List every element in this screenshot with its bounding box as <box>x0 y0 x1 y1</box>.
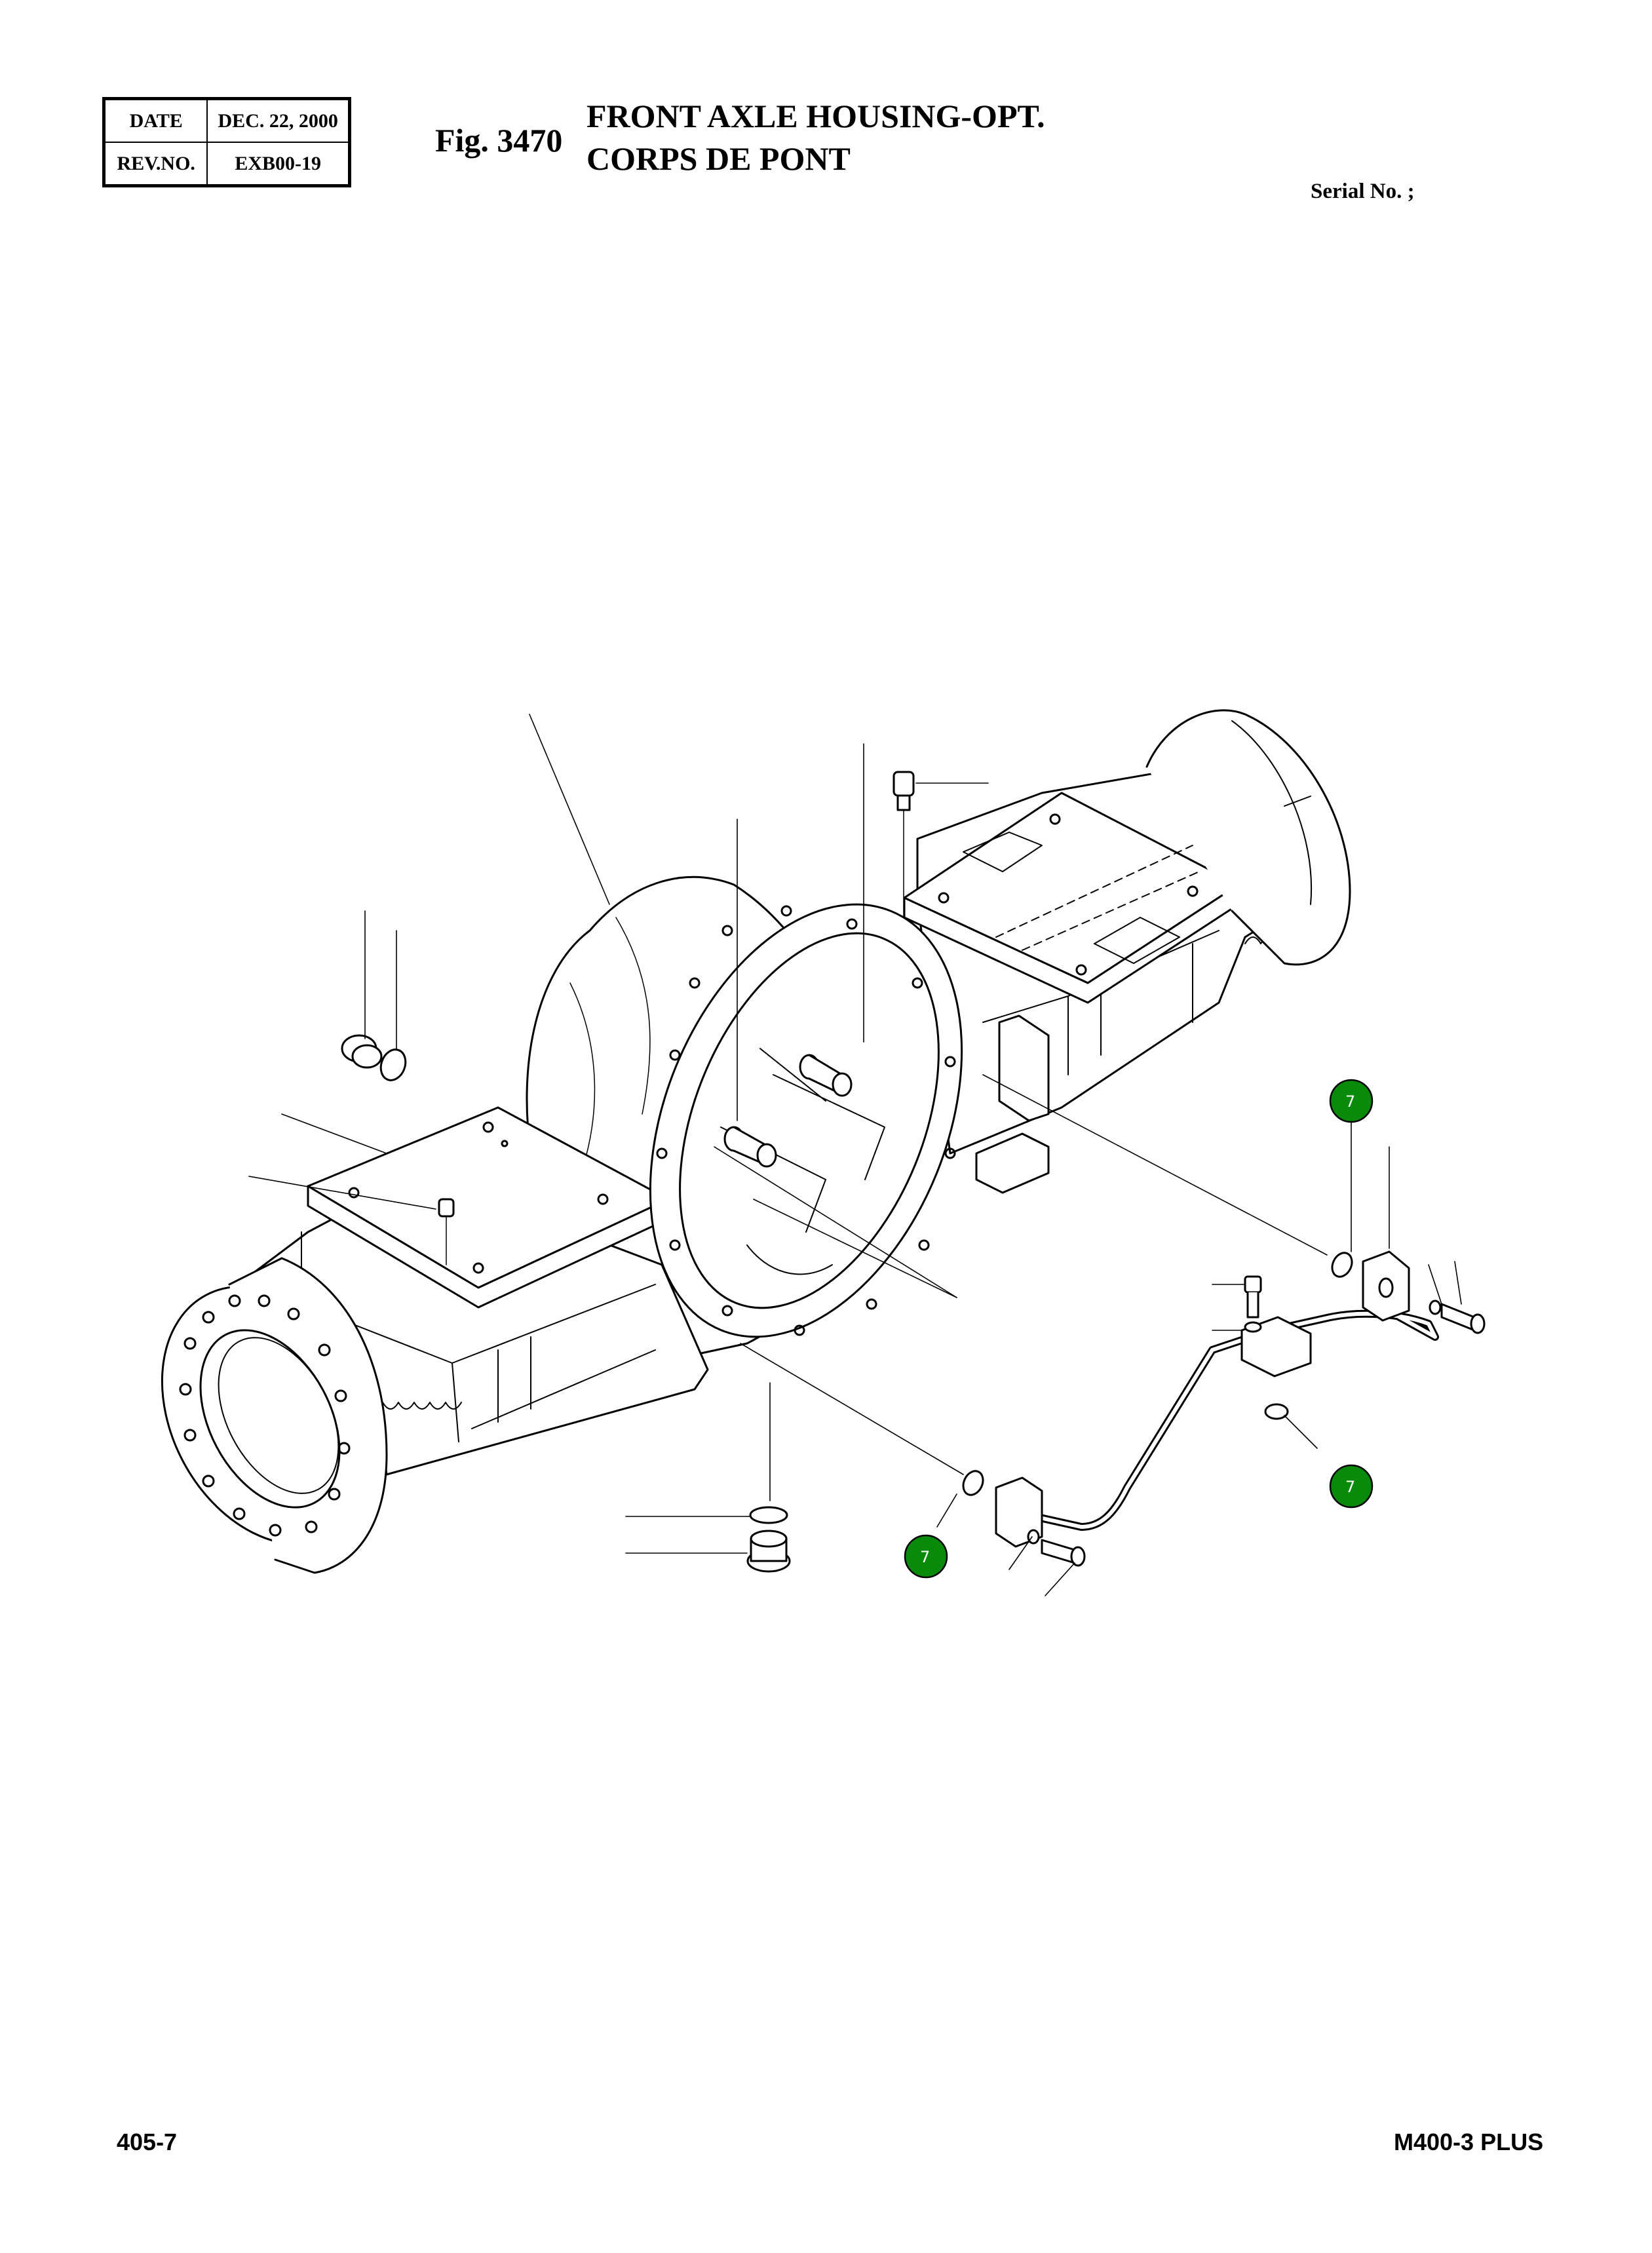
page-subtitle: CORPS DE PONT <box>586 140 851 177</box>
serial-number-label: Serial No. ; <box>1311 180 1415 203</box>
rev-value: EXB00-19 <box>206 142 348 184</box>
lube-tube <box>1018 1300 1439 1531</box>
callout-circle <box>904 1534 948 1579</box>
carrier-stud-upper <box>799 1054 853 1097</box>
right-wheel-flange <box>1145 709 1351 966</box>
callout-circle <box>1329 1464 1373 1509</box>
pad-hole <box>482 1121 494 1133</box>
right-pad-dashes <box>995 845 1200 951</box>
right-pad-slot <box>963 832 1180 964</box>
pad-hole <box>938 892 950 904</box>
carrier-bolt-holes <box>656 905 956 1336</box>
tube-o-ring-middle <box>1264 1403 1289 1420</box>
carrier-stud-lower <box>723 1126 777 1168</box>
revision-row-date: DATE DEC. 22, 2000 <box>106 100 348 143</box>
callout-circle <box>1329 1079 1373 1123</box>
callout-7-upper: 7 <box>1329 1079 1373 1123</box>
carrier-flange-inner <box>679 932 940 1309</box>
tube-flange-bolt-right <box>1429 1300 1486 1334</box>
revision-table: DATE DEC. 22, 2000 REV.NO. EXB00-19 <box>106 100 348 184</box>
drain-plug <box>746 1530 791 1573</box>
bracket-plate-upper <box>998 1014 1050 1122</box>
tube-block-bolt <box>1244 1275 1262 1333</box>
figure-number: Fig. 3470 <box>435 122 563 159</box>
left-flange-side <box>228 1257 388 1574</box>
left-flange-bore-inner <box>218 1337 339 1494</box>
tube-o-ring-upper <box>1331 1252 1353 1278</box>
callout-number: 7 <box>920 1548 930 1566</box>
pad-hole <box>1049 813 1061 825</box>
vent-plug <box>438 1198 455 1265</box>
carrier-flange-outer <box>649 903 963 1338</box>
page-number: 405-7 <box>117 2128 178 2155</box>
pad-hole <box>348 1187 360 1199</box>
pad-hole <box>1075 964 1087 976</box>
tube-block <box>1240 1316 1312 1377</box>
tube-o-ring-lower <box>962 1470 984 1496</box>
callout-number: 7 <box>1345 1478 1355 1496</box>
right-flange-rim <box>1231 720 1313 905</box>
tube-flange-right <box>1362 1250 1410 1322</box>
pad-hole <box>597 1193 609 1205</box>
tube-flange-right-hole <box>1378 1277 1394 1298</box>
breather-valve <box>893 771 915 918</box>
callout-7-lower: 7 <box>904 1534 948 1579</box>
bracket-plate-lower <box>975 1132 1050 1194</box>
pad-hole <box>472 1262 484 1274</box>
tube-flange-left <box>995 1476 1043 1548</box>
lube-tube-inner <box>1020 1302 1437 1529</box>
tube-flange-bolt-left <box>1027 1529 1086 1567</box>
revision-row-rev: REV.NO. EXB00-19 <box>106 142 348 184</box>
callout-7-right: 7 <box>1329 1464 1373 1509</box>
date-value: DEC. 22, 2000 <box>206 100 348 143</box>
drain-o-ring <box>749 1506 788 1524</box>
callout-number: 7 <box>1345 1092 1355 1111</box>
left-arm-web <box>301 1231 656 1442</box>
leader-lines <box>248 714 1462 1596</box>
revision-box: DATE DEC. 22, 2000 REV.NO. EXB00-19 <box>102 97 351 187</box>
pad-hole <box>501 1140 509 1147</box>
page-title: FRONT AXLE HOUSING-OPT. <box>586 98 1045 134</box>
fill-plug-o-ring <box>379 1049 407 1081</box>
rev-label: REV.NO. <box>106 142 208 184</box>
pad-hole <box>1187 885 1199 897</box>
fill-plug <box>341 1034 383 1069</box>
date-label: DATE <box>106 100 208 143</box>
left-flange-bolt-holes <box>179 1294 351 1537</box>
bowl-shading <box>569 917 651 1167</box>
carrier-internal-webs <box>720 1048 885 1275</box>
model-name: M400-3 PLUS <box>1394 2128 1544 2155</box>
